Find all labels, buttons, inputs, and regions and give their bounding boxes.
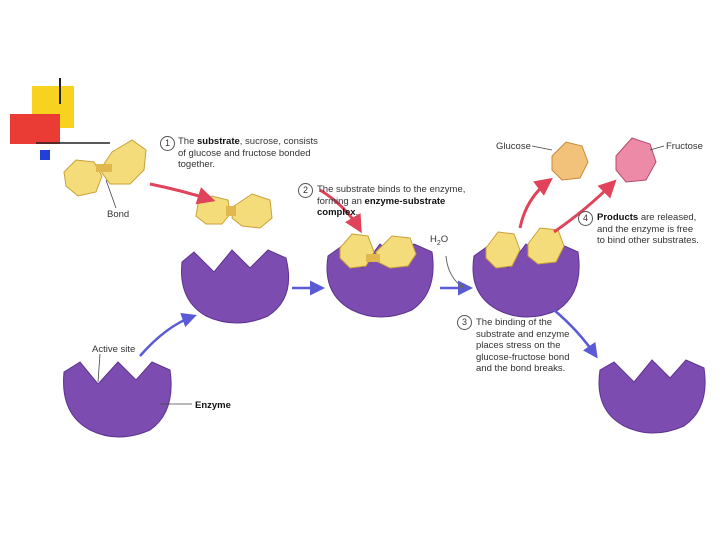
active-site-pointer-line [97, 353, 101, 383]
glucose-pointer-line [531, 145, 553, 151]
step-2-line-3-bold: complex [317, 207, 356, 219]
arrow-release-glucose [518, 177, 553, 229]
step-4-line-3-pre: to bind other substrates. [597, 235, 699, 247]
step-4-line-1-post: are released, [638, 212, 697, 223]
step-3-line-5: and the bond breaks. [476, 363, 569, 375]
step-2-line-2: forming an enzyme-substrate [317, 196, 465, 208]
fructose-pointer-line [649, 145, 665, 151]
step-3-line-4: glucose-fructose bond [476, 352, 569, 364]
bond-pointer-line [105, 179, 117, 209]
step-3-line-5-pre: and the bond breaks. [476, 363, 566, 375]
water-h: H [430, 234, 437, 245]
step-4-line-1: Products are released, [597, 212, 699, 224]
step-4-line-2-pre: and the enzyme is free [597, 223, 694, 235]
enzyme-shape-1 [181, 249, 290, 324]
bond-label: Bond [107, 209, 130, 220]
water-arrow [445, 255, 465, 289]
arrow-release-fructose [553, 179, 617, 234]
step-2-line-2-bold: enzyme-substrate [364, 195, 446, 207]
step-1-line-3-pre: together. [178, 159, 215, 171]
step-2-text: The substrate binds to the enzyme, formi… [317, 184, 465, 219]
enzyme-stressed-complex [472, 227, 580, 318]
active-site-label: Active site [92, 344, 136, 355]
free-substrate-sucrose [63, 139, 147, 197]
step-4-line-2: and the enzyme is free [597, 224, 699, 236]
step-3-line-1-pre: The binding of the [476, 317, 553, 328]
step-1-line-2: of glucose and fructose bonded [178, 148, 318, 160]
step-1-line-3: together. [178, 159, 318, 171]
fructose-label: Fructose [666, 141, 703, 152]
fructose-product [615, 137, 657, 183]
step-4-number: 4 [578, 211, 593, 226]
step-3-line-4-pre: glucose-fructose bond [476, 351, 570, 363]
step-3-line-2-pre: substrate and enzyme [476, 328, 570, 340]
arrow-enzyme-recycle [139, 312, 197, 357]
step-2-line-1-pre: The substrate binds to the enzyme, [317, 184, 466, 195]
step-3-number: 3 [457, 315, 472, 330]
step-1-text: The substrate, sucrose, consists of gluc… [178, 136, 318, 171]
deco-red-rect [10, 114, 60, 144]
step-2-line-1: The substrate binds to the enzyme, [317, 184, 465, 196]
step-3-line-3: places stress on the [476, 340, 569, 352]
step-3-line-1: The binding of the [476, 317, 569, 329]
deco-blue-square [40, 150, 50, 160]
enzyme-shape-released [598, 359, 706, 434]
step-3-line-3-pre: places stress on the [476, 340, 561, 352]
step-4-line-1-bold: Products [597, 212, 639, 223]
water-o: O [440, 234, 449, 245]
arrow-binding [319, 188, 362, 234]
step-2-line-3-post: . [355, 207, 359, 219]
step-4-text: Products are released, and the enzyme is… [597, 212, 699, 247]
step-1-line-2-pre: of glucose and fructose bonded [178, 147, 311, 159]
slide-decoration [10, 78, 110, 160]
step-1-line-1-post: , sucrose, consists [239, 136, 318, 147]
step-3-text: The binding of the substrate and enzyme … [476, 317, 569, 375]
step-3-line-2: substrate and enzyme [476, 329, 569, 341]
water-label: H2O [430, 234, 448, 247]
substrate-approaching [195, 193, 273, 229]
step-4-line-3: to bind other substrates. [597, 235, 699, 247]
step-1-line-1-pre: The [178, 136, 198, 147]
step-2-line-2-pre: forming an [317, 195, 365, 207]
arrow-enzyme-release [553, 309, 598, 359]
glucose-label: Glucose [496, 141, 531, 152]
step-2-number: 2 [298, 183, 313, 198]
enzyme-label: Enzyme [195, 400, 231, 411]
enzyme-free [63, 361, 172, 438]
step-2-line-3: complex. [317, 207, 465, 219]
step-1-line-1: The substrate, sucrose, consists [178, 136, 318, 148]
glucose-product [551, 141, 589, 181]
step-1-line-1-bold: substrate [197, 136, 240, 147]
enzyme-substrate-complex [326, 233, 434, 318]
arrow-substrate-to-enzyme [149, 182, 216, 205]
step-1-number: 1 [160, 136, 175, 151]
water-subscript: 2 [436, 239, 441, 247]
